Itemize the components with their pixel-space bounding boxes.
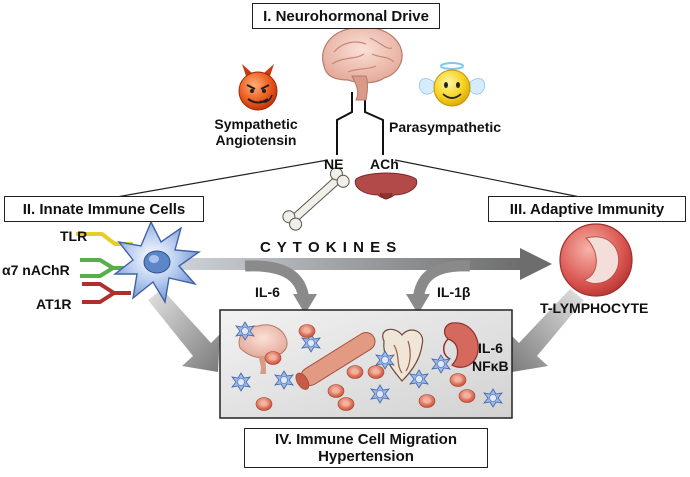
- sympathetic-label-line2: Angiotensin: [215, 132, 297, 148]
- il6-arrow-label: IL-6: [255, 284, 280, 300]
- sympathetic-label-line1: Sympathetic: [214, 116, 298, 132]
- adaptive-title: III. Adaptive Immunity: [509, 200, 665, 218]
- blood-vessel-icon: [295, 332, 376, 390]
- migration-title-line1: IV. Immune Cell Migration: [275, 431, 457, 448]
- connector-line-innate: [104, 159, 329, 200]
- innate-title-box: II. Innate Immune Cells: [4, 196, 204, 222]
- neurohormonal-title: I. Neurohormonal Drive: [263, 7, 429, 25]
- adaptive-to-panel-arrow: [510, 289, 584, 372]
- il1b-arrow: [406, 260, 471, 314]
- cytokines-label: C Y T O K I N E S: [260, 239, 398, 256]
- angel-face-icon: [418, 62, 486, 107]
- il6-arrow: [244, 260, 317, 314]
- tlr-label: TLR: [60, 228, 88, 244]
- kidney-icon: [443, 322, 479, 368]
- il1b-arrow-label: IL-1β: [437, 284, 471, 300]
- panel-nfkb-label: NFκB: [472, 358, 509, 374]
- autonomic-fork: [336, 92, 384, 155]
- neurohormonal-title-box: I. Neurohormonal Drive: [252, 3, 440, 29]
- at1r-label: AT1R: [36, 296, 72, 312]
- adaptive-title-box: III. Adaptive Immunity: [488, 196, 686, 222]
- migration-title-box: IV. Immune Cell Migration Hypertension: [244, 428, 488, 468]
- ach-label: ACh: [370, 156, 399, 172]
- devil-face-icon: [238, 64, 278, 111]
- innate-to-panel-arrow: [148, 289, 220, 372]
- spleen-icon: [354, 172, 418, 200]
- ne-label: NE: [324, 156, 344, 172]
- sympathetic-label: Sympathetic Angiotensin: [206, 116, 306, 148]
- t-lymphocyte-label: T-LYMPHOCYTE: [540, 300, 649, 316]
- connector-line-adaptive: [394, 159, 591, 200]
- a7-nachr-label: α7 nAChR: [2, 262, 70, 278]
- brain-icon: [322, 26, 403, 101]
- heart-icon: [382, 328, 424, 382]
- a7-receptor-icon: [80, 258, 130, 278]
- dendritic-cell-icon: [112, 220, 201, 304]
- parasympathetic-label: Parasympathetic: [389, 119, 502, 135]
- bone-icon: [282, 167, 350, 231]
- t-lymphocyte-icon: [559, 223, 633, 297]
- panel-il6-label: IL-6: [478, 340, 503, 356]
- innate-title: II. Innate Immune Cells: [22, 200, 186, 218]
- migration-title-line2: Hypertension: [318, 448, 414, 465]
- at1r-receptor-icon: [82, 282, 131, 304]
